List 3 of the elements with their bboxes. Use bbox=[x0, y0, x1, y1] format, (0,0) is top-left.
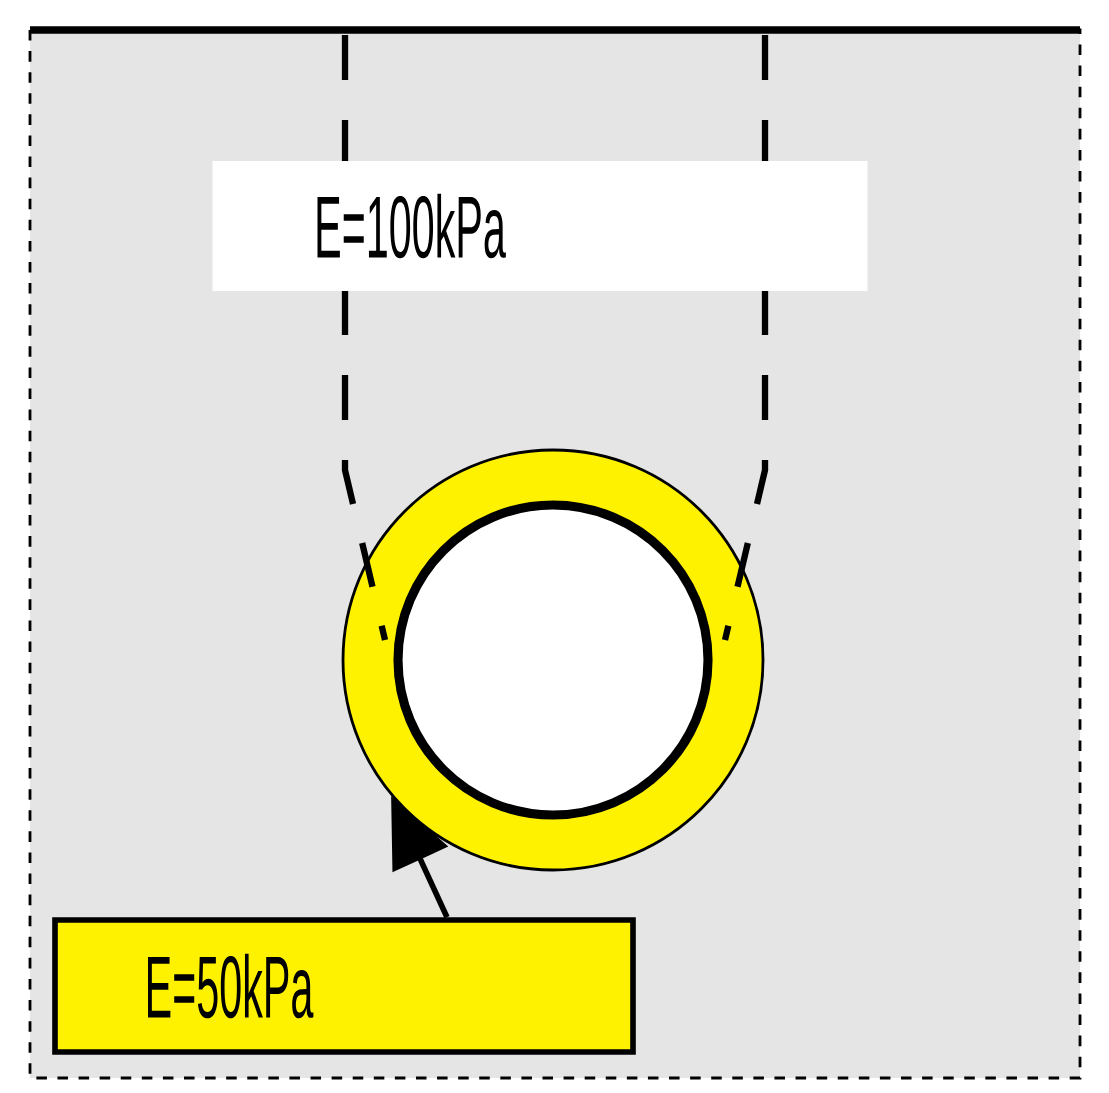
lining-ring bbox=[341, 448, 765, 872]
material-label: E=100kPa bbox=[212, 161, 868, 291]
material-label: E=50kPa bbox=[52, 917, 636, 1055]
